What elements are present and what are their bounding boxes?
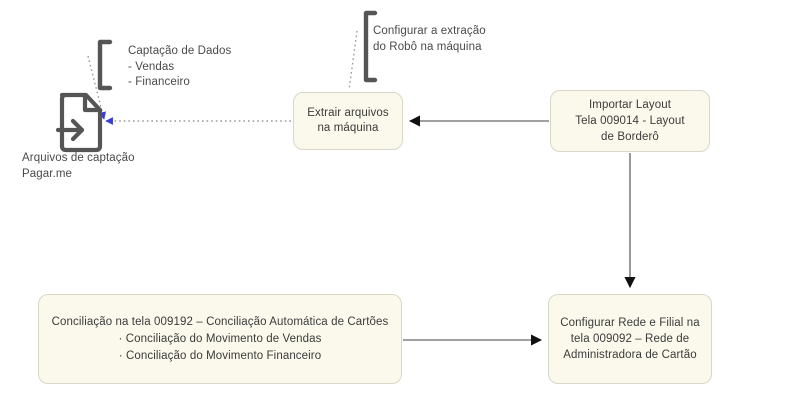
node-importar-layout[interactable]: Importar Layout Tela 009014 - Layout de … [550, 90, 710, 152]
node-conciliacao-label: Conciliação na tela 009192 – Conciliação… [51, 315, 389, 362]
annotation-configurar-extracao-robo: Configurar a extração do Robô na máquina [373, 25, 486, 53]
artifact-caption-arquivos-de-captacao: Arquivos de captação Pagar.me [22, 152, 135, 180]
node-extrair-arquivos-na-maquina[interactable]: Extrair arquivos na máquina [293, 92, 403, 150]
annotation-captacao-de-dados: Captação de Dados - Vendas - Financeiro [128, 45, 232, 88]
node-extrair-label: Extrair arquivos na máquina [307, 107, 389, 134]
node-importar-label: Importar Layout Tela 009014 - Layout de … [575, 99, 685, 143]
connector-robo-to-extrair [348, 30, 358, 91]
connector-captacao-to-arquivos [87, 55, 107, 120]
node-configurar-rede-e-filial[interactable]: Configurar Rede e Filial na tela 009092 … [548, 294, 712, 384]
node-configurar-label: Configurar Rede e Filial na tela 009092 … [560, 317, 700, 361]
node-conciliacao-automatica-de-cartoes[interactable]: Conciliação na tela 009192 – Conciliação… [38, 294, 402, 384]
